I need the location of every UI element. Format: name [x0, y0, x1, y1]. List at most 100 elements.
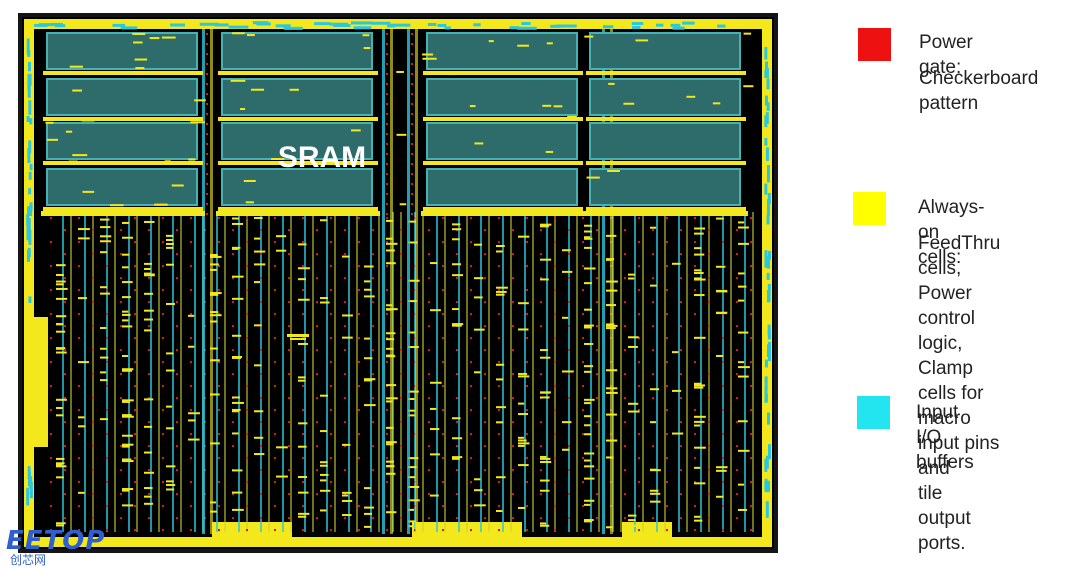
always-on-cell: [716, 217, 724, 220]
always-on-cell: [144, 495, 152, 498]
power-gate-dot: [470, 313, 472, 315]
always-on-cell: [408, 346, 419, 349]
always-on-cell: [496, 290, 507, 293]
power-gate-dot: [708, 229, 710, 231]
power-gate-dot: [736, 301, 738, 303]
always-on-cell: [232, 355, 243, 358]
always-on-cell: [188, 412, 200, 415]
power-gate-dot: [330, 289, 332, 291]
always-on-cell: [100, 218, 110, 221]
input-buffer-cell: [767, 283, 771, 291]
power-gate-dot: [302, 265, 304, 267]
always-on-cell: [364, 379, 373, 382]
sram-block: [46, 122, 198, 160]
power-gate-dot: [386, 265, 388, 267]
input-buffer-cell: [765, 501, 769, 518]
feedthru-line: [92, 212, 94, 532]
power-gate-dot: [512, 349, 514, 351]
always-on-cell: [650, 489, 659, 492]
sram-block: [426, 78, 578, 116]
power-gate-dot: [680, 301, 682, 303]
always-on-cell: [190, 121, 205, 124]
power-gate-dot: [78, 217, 80, 219]
power-gate-dot: [442, 481, 444, 483]
power-gate-dot: [442, 409, 444, 411]
power-gate-dot: [386, 113, 388, 115]
feedthru-line: [554, 212, 556, 532]
always-on-cell: [738, 361, 745, 364]
sram-block: [221, 32, 373, 70]
always-on-cell: [122, 221, 130, 224]
always-on-cell: [396, 70, 404, 73]
power-gate-dot: [316, 493, 318, 495]
power-gate-dot: [512, 373, 514, 375]
input-buffer-cell: [764, 138, 768, 146]
feedthru-line: [180, 212, 182, 532]
feedthru-line: [216, 212, 218, 532]
power-gate-dot: [596, 469, 598, 471]
power-gate-dot: [624, 349, 626, 351]
always-on-cell: [567, 115, 577, 118]
power-gate-dot: [582, 433, 584, 435]
input-buffer-cell: [509, 26, 520, 30]
power-gate-dot: [540, 277, 542, 279]
power-gate-dot: [386, 83, 388, 85]
always-on-cell: [540, 356, 551, 359]
power-gate-dot: [302, 409, 304, 411]
input-buffer-cell: [27, 206, 31, 217]
always-on-cell: [68, 160, 78, 163]
power-gate-dot: [246, 481, 248, 483]
input-buffer-cell: [333, 23, 351, 27]
always-on-cell: [210, 501, 217, 504]
power-gate-dot: [554, 361, 556, 363]
power-gate-dot: [386, 289, 388, 291]
input-buffer-cell: [29, 163, 33, 171]
always-on-cell: [716, 469, 727, 472]
power-gate-dot: [206, 113, 208, 115]
always-on-cell: [144, 262, 152, 265]
power-gate-dot: [316, 445, 318, 447]
power-gate-dot: [582, 457, 584, 459]
power-gate-dot: [400, 421, 402, 423]
power-gate-dot: [411, 83, 413, 85]
always-on-cell: [188, 419, 196, 422]
always-on-cell: [298, 278, 306, 281]
power-gate-dot: [666, 409, 668, 411]
always-on-cell: [430, 453, 440, 456]
power-gate-dot: [206, 43, 208, 45]
always-on-cell: [650, 500, 661, 503]
power-gate-dot: [722, 361, 724, 363]
always-on-cell: [100, 292, 110, 295]
power-gate-dot: [232, 325, 234, 327]
power-gate-dot: [206, 63, 208, 65]
power-gate-dot: [246, 385, 248, 387]
power-gate-dot: [92, 349, 94, 351]
power-gate-dot: [708, 493, 710, 495]
always-on-cell: [452, 228, 462, 231]
always-on-cell: [694, 253, 705, 256]
power-gate-dot: [344, 229, 346, 231]
always-on-cell: [452, 437, 463, 440]
power-gate-dot: [411, 213, 413, 215]
power-gate-dot: [162, 289, 164, 291]
input-buffer-cell: [28, 171, 32, 180]
power-gate-dot: [78, 313, 80, 315]
always-on-cell: [546, 42, 553, 45]
power-gate-dot: [274, 313, 276, 315]
power-gate-dot: [624, 301, 626, 303]
power-gate-dot: [554, 457, 556, 459]
always-on-cell: [562, 370, 574, 373]
power-gate-dot: [722, 337, 724, 339]
input-buffer-cell: [444, 26, 451, 30]
power-gate-dot: [568, 301, 570, 303]
power-gate-dot: [206, 123, 208, 125]
power-gate-dot: [372, 445, 374, 447]
power-gate-dot: [456, 517, 458, 519]
always-on-cell: [430, 262, 438, 265]
power-gate-dot: [568, 229, 570, 231]
power-gate-dot: [484, 277, 486, 279]
power-gate-dot: [526, 385, 528, 387]
always-on-cell: [122, 319, 129, 322]
power-gate-dot: [470, 265, 472, 267]
always-on-cell: [386, 237, 393, 240]
